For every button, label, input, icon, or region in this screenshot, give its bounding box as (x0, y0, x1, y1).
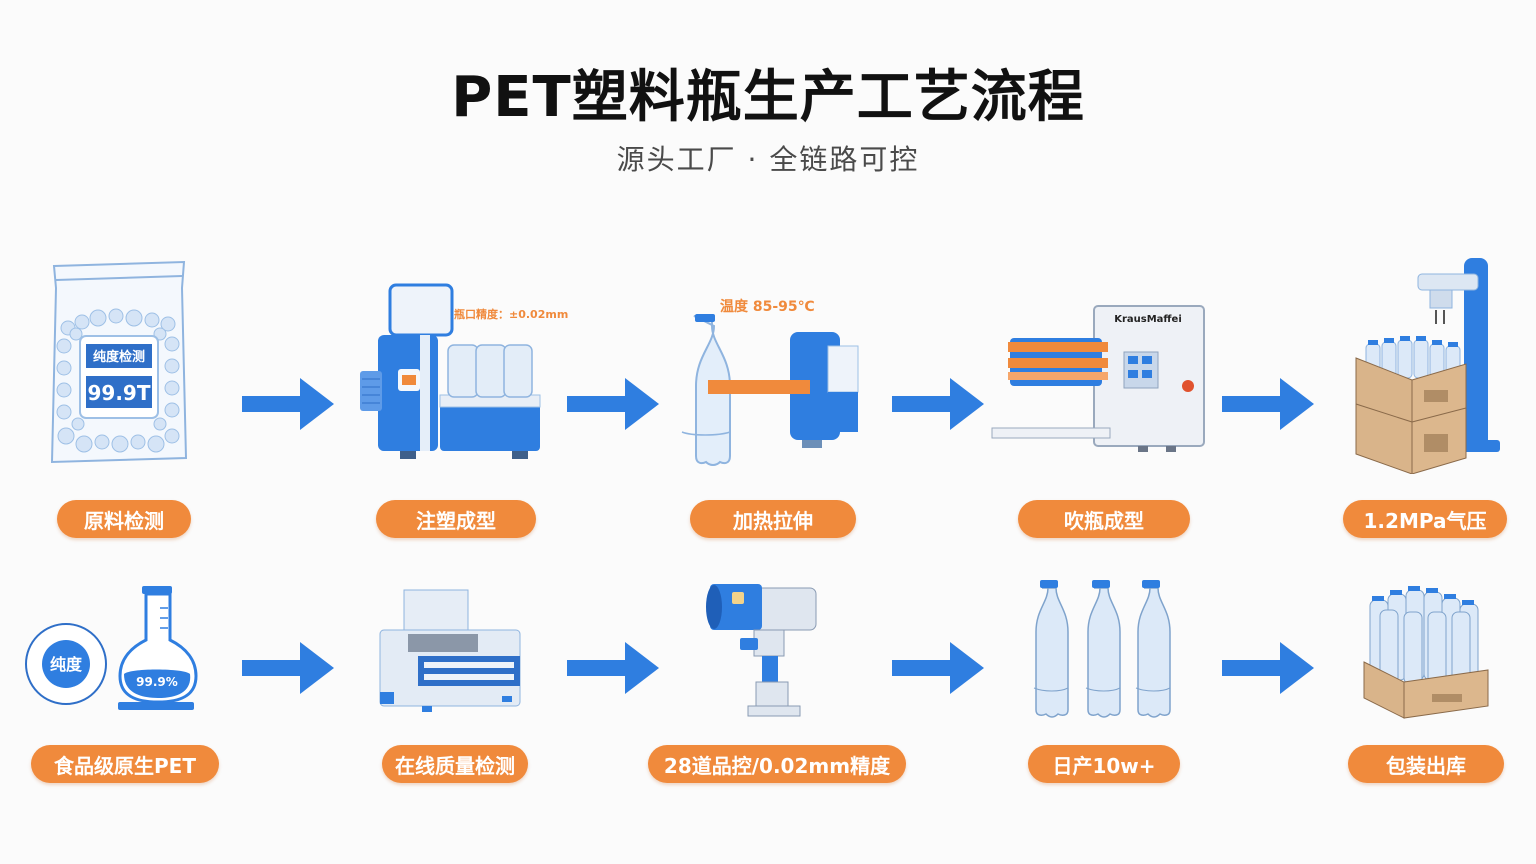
bag-label-value: 99.9T (88, 381, 151, 405)
filling-machine-box-icon (1355, 258, 1500, 474)
step-label-heating-stretch: 加热拉伸 (690, 500, 856, 538)
step-label-blow-molding: 吹瓶成型 (1018, 500, 1190, 538)
machine-brand: KrausMaffei (1114, 314, 1182, 325)
flow-arrow-icon (567, 642, 659, 694)
flow-arrow-icon (1222, 642, 1314, 694)
step-label-daily-output: 日产10w+ (1028, 745, 1180, 783)
bottles-icon (1033, 580, 1171, 718)
purity-badge: 纯度 (50, 655, 83, 674)
flow-arrow-icon (242, 642, 334, 694)
vision-camera-icon (706, 584, 817, 717)
blow-molding-machine-icon: KrausMaffei (991, 305, 1205, 452)
step-label-food-grade-pet: 食品级原生PET (31, 745, 219, 783)
step-label-injection-molding: 注塑成型 (376, 500, 536, 538)
injection-molding-machine-icon (360, 283, 541, 459)
step-label-air-pressure: 1.2MPa气压 (1343, 500, 1507, 538)
packed-box-icon (1363, 586, 1489, 719)
page-title: PET塑料瓶生产工艺流程 (451, 65, 1085, 130)
heating-temperature-annotation: 温度 85-95℃ (720, 299, 815, 315)
flask-value: 99.9% (136, 675, 178, 689)
flow-arrow-icon (892, 378, 984, 430)
pellet-bag-icon: 纯度检测 99.9T (50, 260, 188, 464)
heating-stretch-icon (681, 314, 859, 466)
bag-label-top: 纯度检测 (93, 349, 145, 365)
flow-arrow-icon (567, 378, 659, 430)
page-subtitle: 源头工厂 · 全链路可控 (616, 143, 920, 176)
purity-flask-icon: 纯度 99.9% (25, 586, 198, 710)
flow-arrow-icon (242, 378, 334, 430)
injection-precision-annotation: 瓶口精度：±0.02mm (454, 308, 569, 321)
step-label-raw-material-inspection: 原料检测 (57, 500, 191, 538)
step-label-quality-control: 28道品控/0.02mm精度 (648, 745, 906, 783)
flow-arrow-icon (1222, 378, 1314, 430)
step-label-online-quality-inspection: 在线质量检测 (382, 745, 528, 783)
step-label-packing-shipping: 包装出库 (1348, 745, 1504, 783)
inspection-machine-icon (379, 589, 521, 712)
flow-arrow-icon (892, 642, 984, 694)
